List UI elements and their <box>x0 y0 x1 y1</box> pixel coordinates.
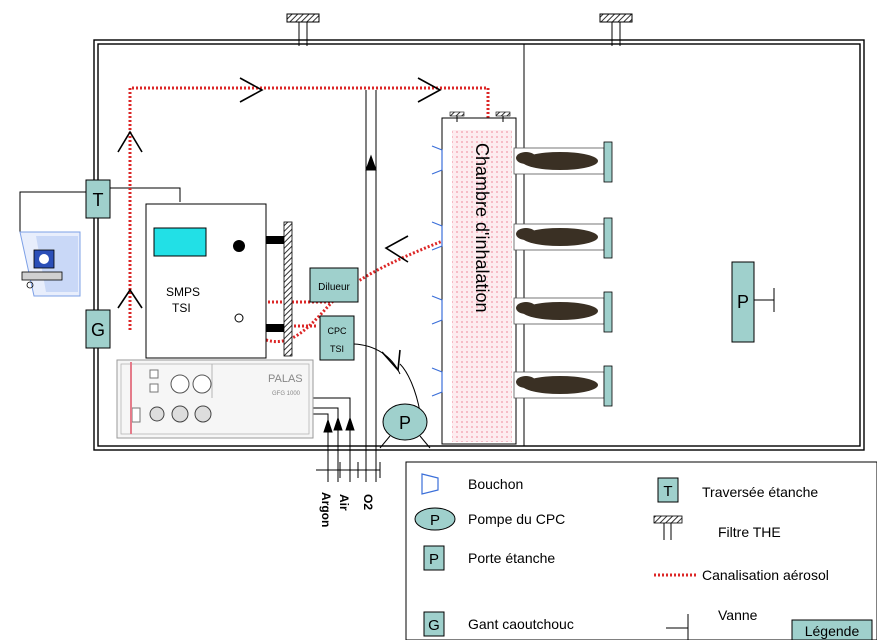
porte-box-label: P <box>737 292 749 312</box>
legend-title: Légende <box>805 623 860 639</box>
legend-vanne-label: Vanne <box>718 607 758 623</box>
legend-pompe-label: Pompe du CPC <box>468 511 565 527</box>
legend-filtre-label: Filtre THE <box>718 524 781 540</box>
inhalation-chamber: Chambre d'inhalation <box>442 112 516 444</box>
bouchon-icon <box>432 368 442 396</box>
porte-box: P <box>732 262 774 342</box>
smps-screen <box>154 228 206 256</box>
palas-brand: PALAS <box>268 373 303 385</box>
smps-instrument: SMPS TSI <box>146 204 292 358</box>
dilueur-label: Dilueur <box>318 282 350 293</box>
bouchons <box>432 146 442 396</box>
legend-canalisation-label: Canalisation aérosol <box>702 567 829 583</box>
legend-pompe-symbol: P <box>430 512 440 529</box>
gas-label-argon: Argon <box>319 492 333 527</box>
smps-sublabel: TSI <box>172 301 191 315</box>
legend-panel: Bouchon P Pompe du CPC P Porte étanche G… <box>406 462 877 640</box>
bouchon-icon <box>432 296 442 324</box>
filtre-the-icon-right <box>600 14 632 46</box>
gas-label-o2: O2 <box>361 494 375 510</box>
legend-gant-label: Gant caoutchouc <box>468 616 574 632</box>
bouchon-icon <box>432 146 442 174</box>
legend-bouchon-label: Bouchon <box>468 476 523 492</box>
animal-tube <box>514 292 612 332</box>
filtre-the-icon-left <box>287 14 319 46</box>
chamber-label: Chambre d'inhalation <box>472 143 492 313</box>
cpc-label: CPC <box>327 326 347 336</box>
cpc-sublabel: TSI <box>330 344 344 354</box>
traversee-box: T <box>86 180 110 218</box>
animal-tube <box>514 142 612 182</box>
traversee-box-label: T <box>93 190 104 210</box>
legend-porte-label: Porte étanche <box>468 550 555 566</box>
gant-box-label: G <box>91 320 105 340</box>
palas-model: GFG 1000 <box>272 391 301 397</box>
gant-box: G <box>86 310 110 348</box>
palas-generator: PALAS GFG 1000 <box>117 360 313 438</box>
cpc-pump: P <box>380 404 430 448</box>
legend-gant-symbol: G <box>428 617 440 634</box>
cpc-pump-label: P <box>399 413 411 433</box>
animal-tube <box>514 366 612 406</box>
gas-label-air: Air <box>337 494 351 511</box>
legend-traversee-symbol: T <box>663 483 672 500</box>
dilueur-box: Dilueur <box>310 268 358 302</box>
animal-tubes <box>514 142 612 406</box>
smps-label: SMPS <box>166 285 200 299</box>
legend-porte-symbol: P <box>429 551 439 568</box>
legend-traversee-label: Traversée étanche <box>702 484 818 500</box>
animal-tube <box>514 218 612 258</box>
